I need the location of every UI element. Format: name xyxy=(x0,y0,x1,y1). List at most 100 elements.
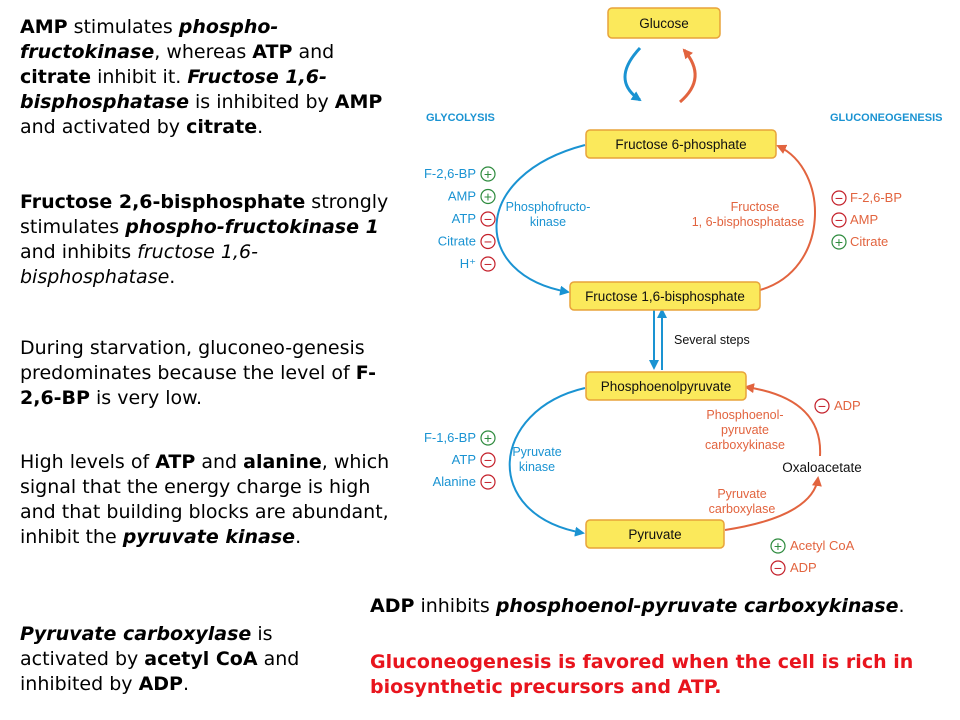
text-segment: stimulates xyxy=(67,16,179,38)
text-segment: Fructose 2,6-bisphosphate xyxy=(20,191,306,213)
effector-name: ADP xyxy=(790,560,817,575)
text-segment: is very low. xyxy=(89,387,202,409)
text-segment: and inhibits xyxy=(20,241,138,263)
effector-sign: − xyxy=(484,211,492,227)
node-label: Phosphoenolpyruvate xyxy=(601,379,732,394)
fbpase-effectors: −F-2,6-BP−AMP+Citrate xyxy=(831,190,902,250)
enzyme-pepck-line2: pyruvate xyxy=(721,423,769,437)
plus-sign-icon xyxy=(480,188,496,205)
enzyme-pfk-line1: Phosphofructo- xyxy=(506,200,591,214)
minus-sign-icon xyxy=(831,190,847,206)
text-segment: . xyxy=(257,116,264,138)
effector-sign: + xyxy=(835,234,843,250)
effector-name: Citrate xyxy=(850,234,888,249)
pk-effectors: +F-1,6-BP −ATP−Alanine xyxy=(424,430,496,490)
several-steps-label: Several steps xyxy=(674,333,750,347)
text-segment: , which signal that the energy charge is… xyxy=(20,451,390,548)
paragraph-amp-pfk: AMP stimulates phospho-fructokinase, whe… xyxy=(20,15,400,140)
text-segment: acetyl CoA xyxy=(144,648,258,670)
fbpase-arrow xyxy=(759,144,816,291)
enzyme-pk-line1: Pyruvate xyxy=(512,445,561,459)
effector-pk-0: +F-1,6-BP xyxy=(424,430,496,446)
node-label: Pyruvate xyxy=(628,527,681,542)
paragraph-f26bp: Fructose 2,6-bisphosphate strongly stimu… xyxy=(20,190,400,290)
minus-sign-icon xyxy=(770,560,786,576)
text-segment: and xyxy=(195,451,244,473)
node-phosphoenolpyruvate: Phosphoenolpyruvate xyxy=(585,371,747,401)
glucose-gluconeogenesis-arrow xyxy=(679,48,697,104)
pepck-effectors: −ADP xyxy=(814,398,861,414)
text-segment: High levels of xyxy=(20,451,156,473)
effector-pc-0: +Acetyl CoA xyxy=(770,538,855,554)
node-fructose-1-6-bisphosphate: Fructose 1,6-bisphosphate xyxy=(569,281,761,311)
effector-sign: − xyxy=(484,474,492,490)
text-segment: is inhibited by xyxy=(188,91,335,113)
effector-pfk-3: −Citrate xyxy=(438,233,496,250)
text-segment: and xyxy=(292,41,335,63)
text-segment: and inhibited by xyxy=(20,648,300,695)
node-label: Fructose 1,6-bisphosphate xyxy=(585,289,745,304)
effector-fbpase-1: −AMP xyxy=(831,212,878,228)
effector-name: Alanine xyxy=(433,474,476,489)
effector-sign: − xyxy=(484,234,492,250)
effector-name: ADP xyxy=(834,398,861,413)
text-segment: ATP xyxy=(155,451,196,473)
pc-effectors: +Acetyl CoA −ADP xyxy=(770,538,855,576)
effector-fbpase-0: −F-2,6-BP xyxy=(831,190,902,206)
text-segment: pyruvate kinase xyxy=(122,526,296,548)
text-segment: alanine xyxy=(243,451,322,473)
text-segment: AMP xyxy=(334,91,383,113)
text-segment: F-2,6-BP xyxy=(20,362,376,409)
pc-arrow xyxy=(724,476,822,531)
node-label: Glucose xyxy=(639,16,689,31)
effector-sign: − xyxy=(835,190,843,206)
effector-name: ATP xyxy=(452,211,476,226)
text-segment: . xyxy=(295,526,302,548)
enzyme-pc-line1: Pyruvate xyxy=(717,487,766,501)
text-segment: ADP xyxy=(370,595,415,617)
paragraph-adp-pepck: ADP inhibits phosphoenol-pyruvate carbox… xyxy=(370,594,950,619)
plus-sign-icon xyxy=(480,430,496,446)
paragraph-atp-alanine: High levels of ATP and alanine, which si… xyxy=(20,450,400,550)
paragraph-conclusion: Gluconeogenesis is favored when the cell… xyxy=(370,651,914,698)
effector-name: AMP xyxy=(448,189,476,204)
text-segment: . xyxy=(182,673,190,695)
effector-pfk-2: −ATP xyxy=(452,211,496,227)
text-segment: Pyruvate carboxylase xyxy=(20,623,252,645)
effector-sign: − xyxy=(774,560,782,576)
text-segment: inhibits xyxy=(414,595,496,617)
text-segment: phospho-fructokinase xyxy=(20,16,279,63)
node-glucose: Glucose xyxy=(607,7,721,39)
plus-sign-icon xyxy=(831,234,847,250)
enzyme-fbpase-line1: Fructose xyxy=(731,200,780,214)
text-segment: ADP xyxy=(138,673,183,695)
effector-name: AMP xyxy=(850,212,878,227)
effector-sign: − xyxy=(484,256,492,272)
text-segment: citrate xyxy=(186,116,258,138)
effector-name: F-2,6-BP xyxy=(850,190,902,205)
enzyme-pepck-line1: Phosphoenol- xyxy=(706,408,783,422)
effector-sign: + xyxy=(484,189,492,205)
pepck-arrow xyxy=(744,383,822,457)
pfk-arrow xyxy=(495,144,586,296)
effector-name: ATP xyxy=(452,452,476,467)
paragraph-starvation: During starvation, gluconeo-genesis pred… xyxy=(20,336,400,411)
text-segment: is activated by xyxy=(20,623,273,670)
text-segment: inhibit it. xyxy=(91,66,188,88)
effector-sign: − xyxy=(835,212,843,228)
effector-sign: − xyxy=(484,452,492,468)
node-pyruvate: Pyruvate xyxy=(585,519,725,549)
effector-name: H⁺ xyxy=(460,256,476,271)
glucose-glycolysis-arrow xyxy=(623,46,642,102)
effector-fbpase-2: + Citrate xyxy=(831,234,888,250)
minus-sign-icon xyxy=(480,233,496,250)
effector-pepck-0: −ADP xyxy=(814,398,861,414)
enzyme-fbpase-line2: 1, 6-bisphosphatase xyxy=(692,215,805,229)
enzyme-pc-line2: carboxylase xyxy=(709,502,776,516)
plus-sign-icon xyxy=(480,166,496,182)
text-segment: AMP xyxy=(20,16,68,38)
node-label: Fructose 6-phosphate xyxy=(615,137,746,152)
text-segment: phospho-fructokinase 1 xyxy=(125,216,379,238)
text-segment: strongly stimulates xyxy=(20,191,389,238)
